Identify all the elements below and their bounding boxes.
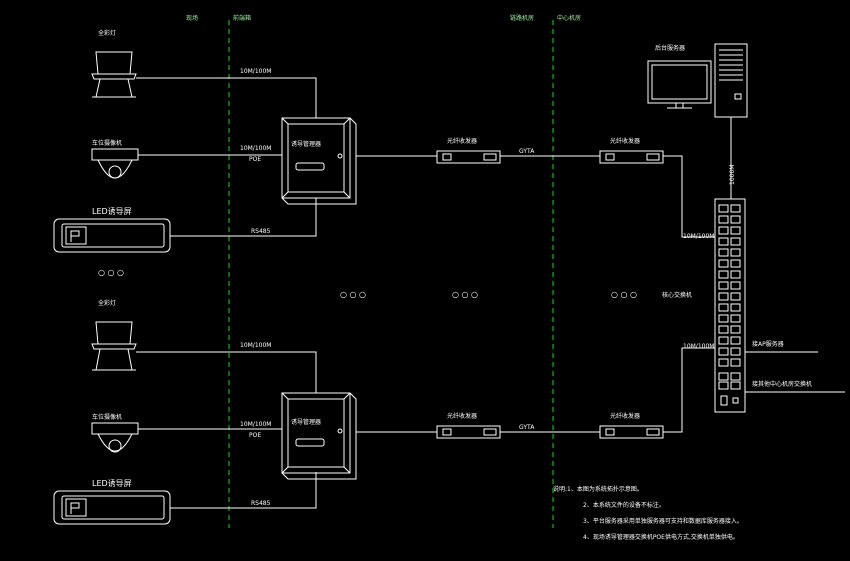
fiber-transceiver-right-2: [599, 425, 664, 439]
monitor-icon: [647, 60, 712, 109]
led-label-2: LED诱导屏: [92, 479, 132, 488]
camera-label: 车位摄像机: [92, 140, 123, 147]
link-label: 10M/100M: [240, 145, 272, 152]
link-label: POE: [249, 432, 262, 439]
led-label-suffix: 诱导屏: [107, 207, 132, 216]
link-label: RS485: [251, 500, 271, 507]
led-label-suffix: 诱导屏: [107, 479, 132, 488]
controller-box: [281, 117, 357, 205]
link-label: 10M/100M: [240, 421, 272, 428]
led-label-prefix: LED: [92, 479, 108, 488]
link-label: POE: [249, 156, 262, 163]
uplink-label-2: 10M/100M: [683, 343, 715, 350]
ellipsis-site: ○ ○ ○: [98, 268, 125, 277]
server-label: 后台服务器: [655, 45, 686, 52]
fiber-left-label-2: 光纤收发器: [447, 413, 478, 420]
beacon-label-2: 全彩灯: [98, 300, 117, 307]
fiber-cable-label-2: GYTA: [519, 424, 535, 431]
controller-box-2: [281, 392, 357, 480]
beacon-label: 全彩灯: [98, 30, 117, 37]
led-label-prefix: LED: [92, 207, 108, 216]
beacon-light-icon: [91, 51, 137, 98]
core-switch-icon: [714, 198, 746, 413]
notes-block: 说明:1、本图为系统拓扑示意图。 2、本系统文件的设备不标注。 3、平台服务器采…: [553, 482, 743, 546]
zone-label-link-room: 链路机房: [510, 15, 535, 22]
fiber-transceiver-left-2: [436, 425, 501, 439]
uplink-label: 10M/100M: [683, 233, 715, 240]
server-tower-icon: [714, 43, 748, 118]
link-label: 10M/100M: [240, 342, 272, 349]
ap-link-label: 接AP服务器: [752, 341, 784, 348]
beacon-light-icon-2: [91, 321, 137, 371]
other-link-label: 接其他中心机房交换机: [752, 381, 813, 388]
controller-label: 诱导管理器: [291, 141, 322, 148]
zone-label-site: 现场: [186, 15, 199, 22]
fiber-left-label: 光纤收发器: [447, 138, 478, 145]
led-screen-icon: [53, 218, 171, 253]
zone-label-center: 中心机房: [557, 15, 582, 22]
led-label: LED诱导屏: [92, 207, 132, 216]
led-screen-icon-2: [53, 490, 171, 525]
ellipsis-link: ○ ○ ○: [452, 290, 479, 299]
core-switch-label: 核心交换机: [662, 292, 693, 299]
fiber-transceiver-left: [436, 150, 501, 164]
server-link-label: 1000M: [729, 164, 736, 185]
camera-icon-2: [91, 422, 139, 453]
note-line: 3、平台服务器采用单独服务器可支持和数据库服务器接入。: [583, 518, 743, 525]
link-label: RS485: [251, 228, 271, 235]
link-label: 10M/100M: [240, 68, 272, 75]
ellipsis-center: ○ ○ ○: [611, 290, 638, 299]
zone-label-weak-box: 前端箱: [233, 15, 252, 22]
ellipsis-box: ○ ○ ○: [340, 290, 367, 299]
controller-label-2: 诱导管理器: [291, 419, 322, 426]
fiber-transceiver-right: [599, 150, 664, 164]
fiber-right-label: 光纤收发器: [610, 138, 641, 145]
note-line: 说明:1、本图为系统拓扑示意图。: [553, 486, 643, 493]
camera-icon: [91, 148, 139, 179]
camera-label-2: 车位摄像机: [92, 414, 123, 421]
fiber-cable-label: GYTA: [519, 148, 535, 155]
note-line: 2、本系统文件的设备不标注。: [583, 502, 665, 509]
fiber-right-label-2: 光纤收发器: [610, 413, 641, 420]
note-line: 4、现场诱导管理器交换机POE供电方式,交换机单独供电。: [583, 534, 739, 541]
